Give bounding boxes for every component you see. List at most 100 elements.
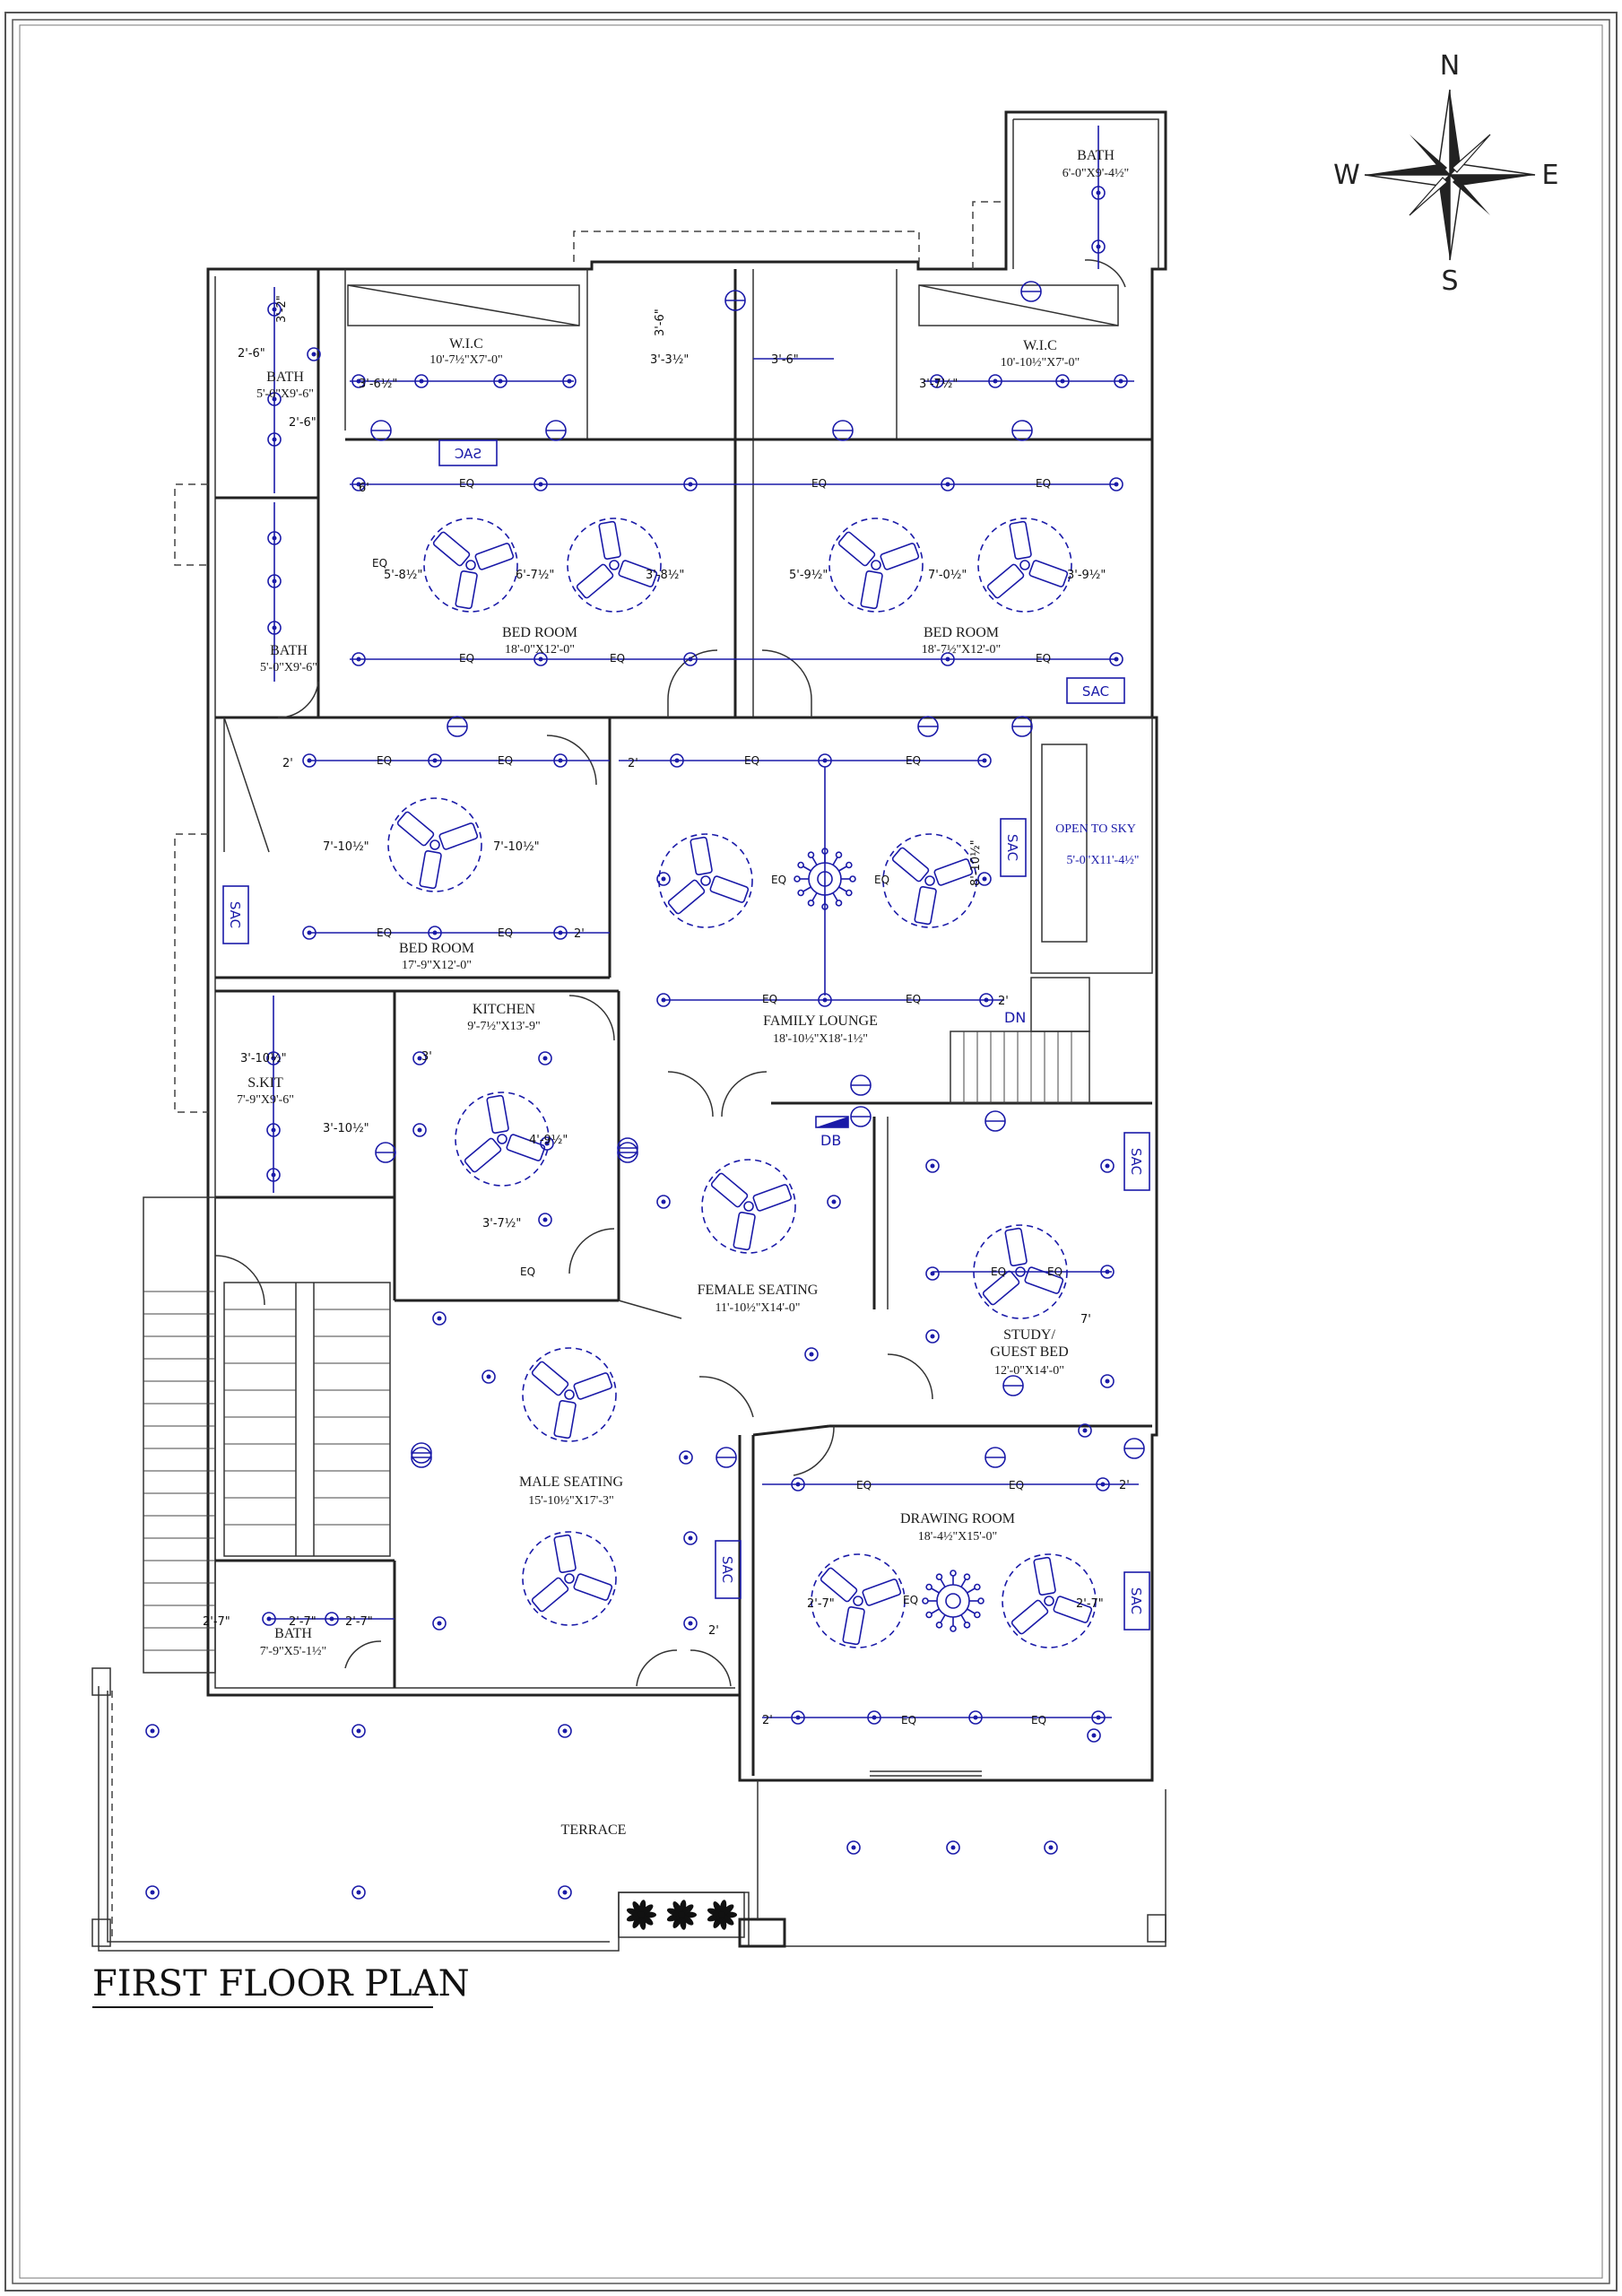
eq-marker: EQ — [459, 652, 474, 665]
downlight-icon — [656, 1195, 671, 1209]
room-name-study-2: GUEST BED — [990, 1344, 1068, 1360]
wall-light-icon — [411, 1442, 432, 1464]
dim-label: 3'-9½" — [1067, 569, 1106, 582]
ceiling-fan-icon — [423, 517, 518, 613]
downlight-icon — [538, 1213, 552, 1227]
dim-label: 2' — [762, 1714, 773, 1727]
sac-label: SAC — [227, 901, 243, 928]
dim-label: 2' — [1119, 1479, 1130, 1492]
wall-light-icon — [411, 1447, 432, 1468]
wiring-lines — [269, 126, 1139, 1718]
wall-light-icon — [545, 420, 567, 441]
downlight-icon — [432, 1616, 447, 1631]
wall-light-icon — [1011, 716, 1033, 737]
eq-marker: EQ — [903, 1594, 918, 1606]
dim-label: 5'-9½" — [789, 569, 828, 582]
wall-light-icon — [1123, 1438, 1145, 1459]
eq-marker: EQ — [1036, 477, 1051, 490]
downlight-icon — [977, 872, 992, 886]
downlight-icon — [481, 1370, 496, 1384]
eq-marker: EQ — [991, 1265, 1006, 1278]
eq-marker: EQ — [1036, 652, 1051, 665]
db-label: DB — [820, 1132, 841, 1149]
downlight-icon — [412, 1123, 427, 1137]
downlight-icon — [679, 1450, 693, 1465]
dim-label: 2'-6" — [238, 347, 265, 361]
room-name-terrace: TERRACE — [561, 1822, 627, 1838]
downlight-icon — [1100, 1374, 1115, 1388]
room-size-bath-w2: 5'-0"X9'-6" — [260, 661, 317, 674]
eq-marker: EQ — [771, 874, 786, 886]
plant-icon — [707, 1900, 737, 1930]
sac-label: SAC — [1128, 1148, 1144, 1175]
room-name-female-seating: FEMALE SEATING — [698, 1283, 819, 1298]
downlight-icon — [946, 1840, 960, 1855]
eq-marker: EQ — [811, 477, 827, 490]
wall-light-icon — [716, 1447, 737, 1468]
drawing-title-text: FIRST FLOOR PLAN — [92, 1963, 470, 2005]
dim-label: 7'-10½" — [323, 840, 369, 854]
room-name-bedroom-2: BED ROOM — [924, 625, 999, 640]
dim-label: 2'-7" — [807, 1597, 835, 1611]
dim-label: 2'-7" — [345, 1615, 373, 1629]
distribution-board: DB — [815, 1116, 849, 1149]
room-size-wic-left: 10'-7½"X7'-0" — [429, 353, 502, 367]
compass-w: W — [1333, 160, 1360, 191]
downlight-icon — [683, 1531, 698, 1545]
wall-light-icon — [917, 716, 939, 737]
dim-label: 7' — [1080, 1313, 1091, 1326]
eq-marker: EQ — [459, 477, 474, 490]
dim-label: 8'-10½" — [969, 839, 983, 886]
ceiling-fan-icon — [828, 517, 924, 613]
downlight-icon — [925, 1266, 940, 1281]
eq-marker: EQ — [498, 926, 513, 939]
wall-light-icon — [1002, 1375, 1024, 1396]
wall-light-icon — [617, 1142, 638, 1163]
room-name-bath-nw: BATH — [266, 370, 304, 385]
eq-marker: EQ — [901, 1714, 916, 1726]
sac-label: SAC — [1128, 1587, 1144, 1614]
dim-label: 2' — [282, 757, 293, 770]
downlight-icon — [540, 1136, 554, 1151]
sac-label: SAC — [1004, 834, 1020, 861]
room-size-study: 12'-0"X14'-0" — [994, 1364, 1064, 1378]
downlight-icon — [683, 1616, 698, 1631]
dim-label: 3' — [421, 1050, 432, 1064]
room-name-wic-left: W.I.C — [449, 336, 483, 352]
ceiling-fan-icon — [567, 517, 662, 613]
wall-light-icon — [724, 290, 746, 311]
room-size-female-seating: 11'-10½"X14'-0" — [716, 1301, 801, 1315]
room-size-bedroom-3: 17'-9"X12'-0" — [402, 959, 472, 972]
eq-marker: EQ — [856, 1479, 872, 1492]
room-size-open-sky: 5'-0"X11'-4½" — [1067, 854, 1140, 867]
dim-label: 2' — [628, 757, 638, 770]
dim-label: 2'-7" — [289, 1615, 317, 1629]
eq-marker: EQ — [610, 652, 625, 665]
downlight-icon — [1044, 1840, 1058, 1855]
sac-label: SAC — [455, 446, 481, 462]
dim-label: 3'-2" — [275, 295, 289, 323]
sac-label: SAC — [719, 1556, 735, 1583]
room-size-bath-nw: 5'-0"X9'-6" — [256, 387, 314, 401]
ceiling-fan-icon — [522, 1531, 617, 1626]
eq-marker: EQ — [906, 993, 921, 1005]
room-name-skit: S.KIT — [247, 1075, 283, 1091]
dim-label: 4'-9½" — [529, 1134, 568, 1147]
dim-label: 6'-7½" — [516, 569, 554, 582]
wall-light-icon — [447, 716, 468, 737]
dim-label: 3'-6" — [654, 309, 667, 336]
compass-n: N — [1440, 50, 1460, 82]
wall-light-icon — [850, 1106, 872, 1127]
room-name-drawing-room: DRAWING ROOM — [900, 1511, 1015, 1526]
dim-label: 2'-7" — [203, 1615, 230, 1629]
room-name-bath-ne: BATH — [1077, 148, 1115, 163]
downlights — [145, 186, 1128, 1900]
eq-marker: EQ — [874, 874, 889, 886]
compass-s: S — [1441, 265, 1458, 297]
drawing-title: FIRST FLOOR PLAN — [92, 1963, 470, 2008]
dim-label: 3'-7½" — [919, 378, 958, 391]
room-size-kitchen: 9'-7½"X13'-9" — [467, 1020, 540, 1033]
dim-label: 3'-10½" — [240, 1052, 287, 1065]
